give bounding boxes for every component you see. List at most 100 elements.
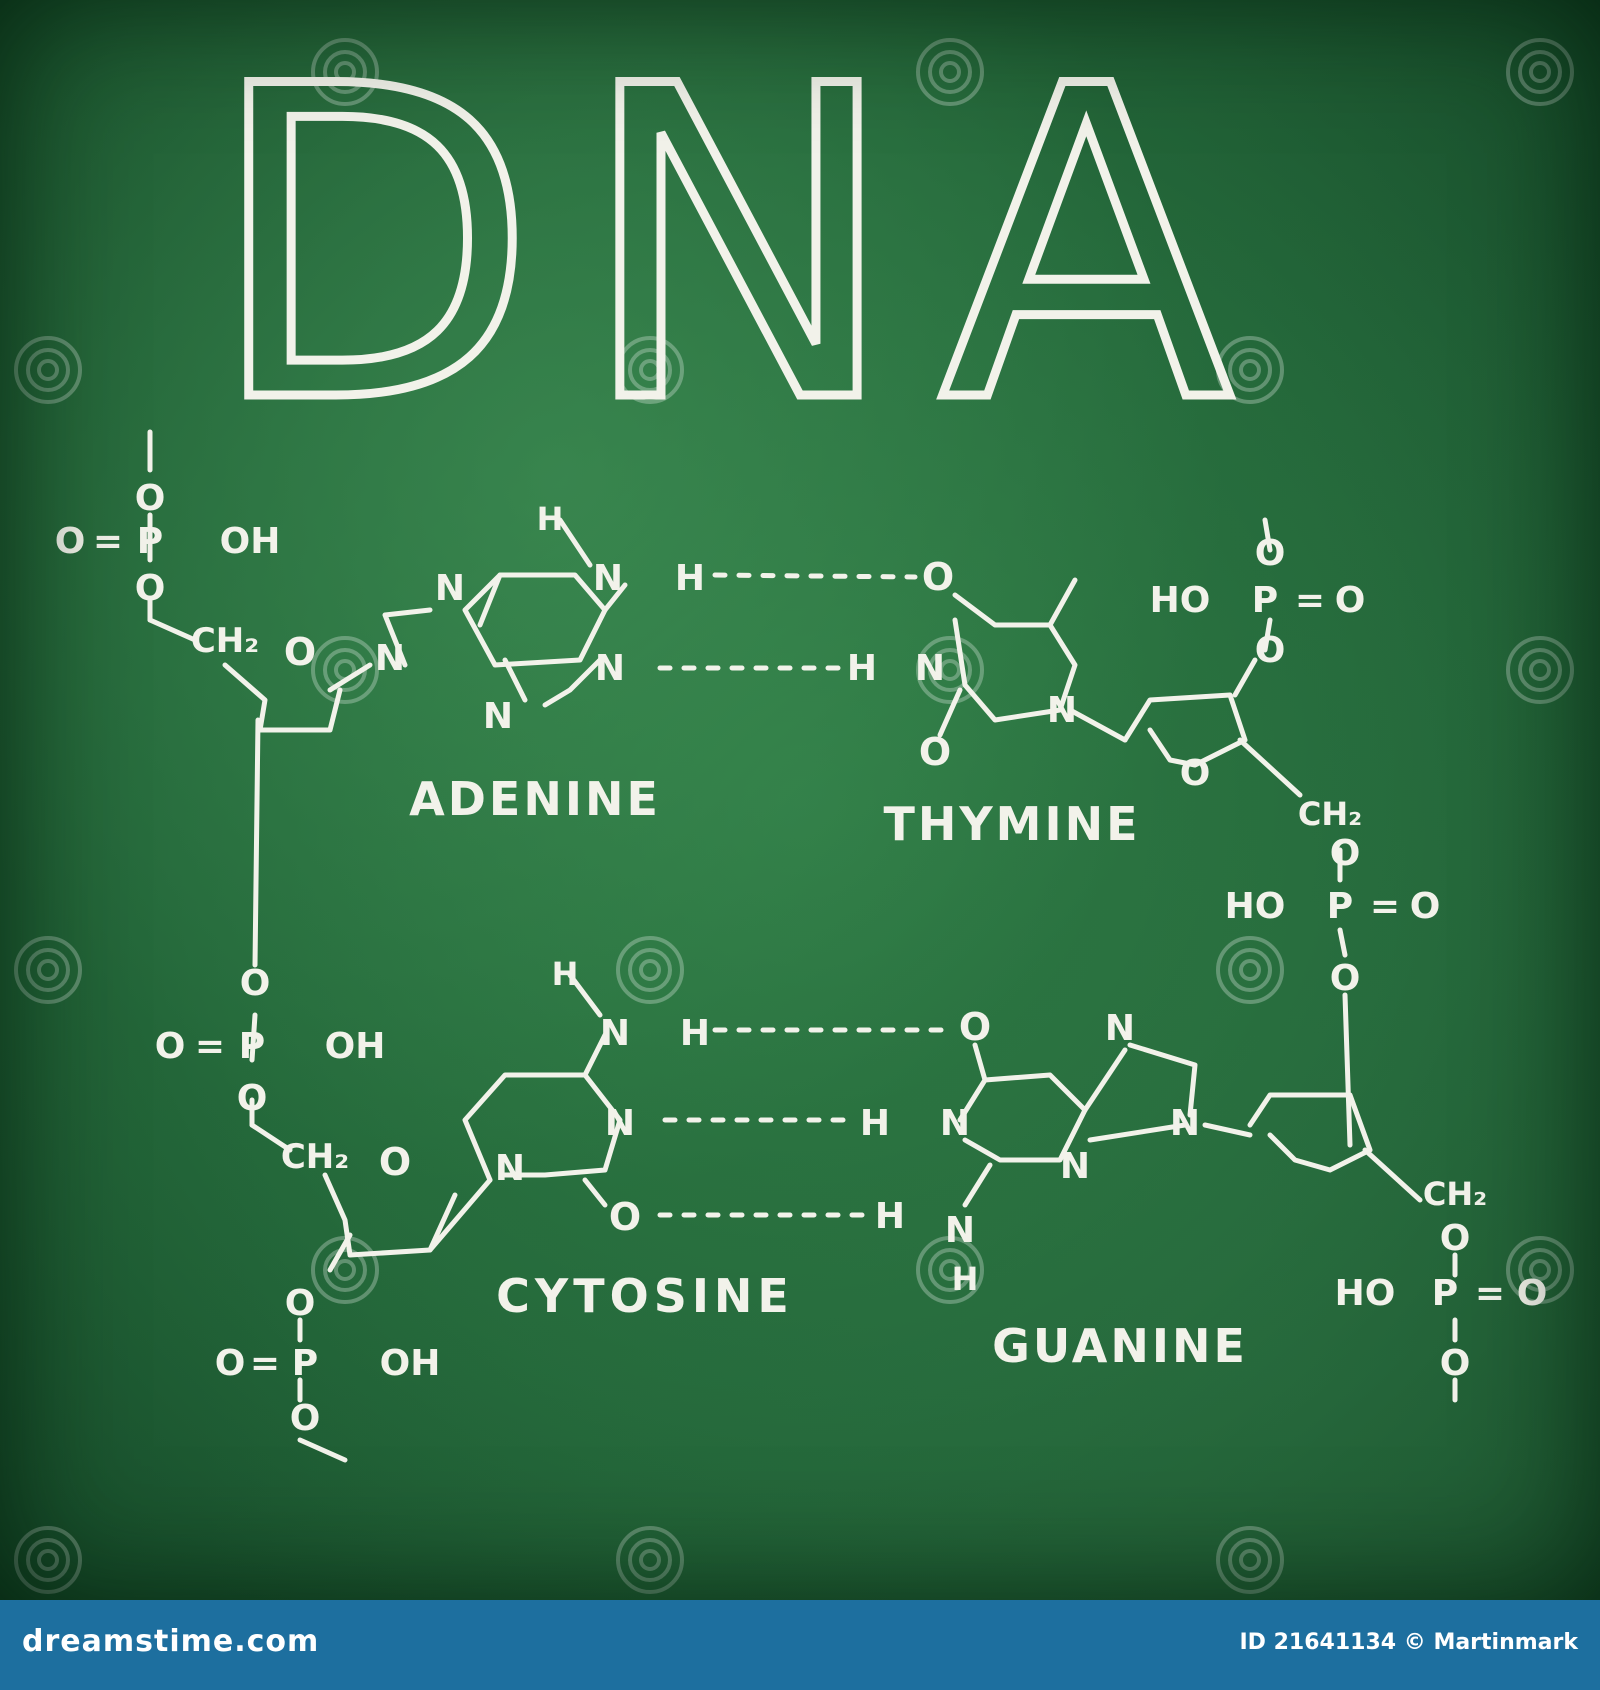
watermark-logo-icon xyxy=(916,1236,984,1304)
atom-n: N xyxy=(1170,1103,1200,1144)
atom-ch2: CH₂ xyxy=(1298,795,1362,833)
atom-n: N xyxy=(435,568,465,609)
atom-bond: = xyxy=(1295,580,1325,621)
watermark-logo-icon xyxy=(616,1526,684,1594)
watermark-logo-icon xyxy=(1216,1526,1284,1594)
atom-o: O xyxy=(919,730,951,774)
watermark-logo-icon xyxy=(616,936,684,1004)
atom-bond: = xyxy=(250,1343,280,1384)
atom-ho: HO xyxy=(1335,1273,1396,1314)
watermark-logo-icon xyxy=(1506,38,1574,106)
title: DNA xyxy=(207,0,1274,497)
footer-id-value: 21641134 xyxy=(1273,1630,1397,1655)
atom-n: N xyxy=(1105,1008,1135,1049)
atom-oh: OH xyxy=(325,1026,386,1067)
atom-o: O xyxy=(1330,833,1361,874)
atom-bond: = xyxy=(1370,886,1400,927)
stock-footer-bar: dreamstime.com ID 21641134 © Martinmark xyxy=(0,1600,1600,1690)
footer-image-info: ID 21641134 © Martinmark xyxy=(1240,1630,1579,1655)
watermark-logo-icon xyxy=(1506,1236,1574,1304)
atom-h: H xyxy=(675,558,705,599)
watermark xyxy=(14,38,1574,1594)
atom-p: P xyxy=(137,521,163,562)
atom-oh: OH xyxy=(220,521,281,562)
atom-o: O xyxy=(215,1343,246,1384)
label-thymine: THYMINE xyxy=(884,797,1141,851)
atom-n: N xyxy=(1047,690,1077,731)
watermark-logo-icon xyxy=(1216,336,1284,404)
atom-o: O xyxy=(1410,886,1441,927)
watermark-logo-icon xyxy=(916,38,984,106)
footer-author: Martinmark xyxy=(1433,1630,1578,1655)
atom-p: P xyxy=(1432,1273,1458,1314)
atom-h: H xyxy=(875,1196,905,1237)
atom-h: H xyxy=(680,1013,710,1054)
label-adenine: ADENINE xyxy=(409,772,661,826)
atom-o: O xyxy=(155,1026,186,1067)
atom-o: O xyxy=(240,963,271,1004)
label-cytosine: CYTOSINE xyxy=(496,1269,794,1323)
watermark-logo-icon xyxy=(616,336,684,404)
atom-oh: OH xyxy=(380,1343,441,1384)
watermark-logo-icon xyxy=(311,38,379,106)
atom-n: N xyxy=(483,696,513,737)
atom-n: N xyxy=(593,558,623,599)
atom-ch2: CH₂ xyxy=(1423,1175,1487,1213)
atom-h: H xyxy=(952,1260,979,1298)
watermark-logo-icon xyxy=(1216,936,1284,1004)
atom-h: H xyxy=(537,500,564,538)
footer-id-label: ID xyxy=(1239,1630,1266,1655)
atom-h: H xyxy=(552,955,579,993)
dna-chalk-drawing: DNA xyxy=(14,0,1574,1594)
atom-o: O xyxy=(1440,1343,1471,1384)
atom-ho: HO xyxy=(1225,886,1286,927)
atom-n: N xyxy=(595,648,625,689)
atom-o: O xyxy=(379,1140,411,1184)
watermark-logo-icon xyxy=(1506,636,1574,704)
atom-o: O xyxy=(959,1005,991,1049)
watermark-logo-icon xyxy=(14,936,82,1004)
hydrogen-bonds xyxy=(657,572,953,1218)
watermark-logo-icon xyxy=(14,1526,82,1594)
atom-h: H xyxy=(847,648,877,689)
atom-n: N xyxy=(495,1148,525,1189)
atom-o: O xyxy=(1517,1273,1548,1314)
chalkboard: DNA xyxy=(0,0,1600,1600)
atom-ch2: CH₂ xyxy=(281,1137,349,1177)
atom-o: O xyxy=(1255,630,1286,671)
base-labels: ADENINE THYMINE CYTOSINE GUANINE xyxy=(409,772,1248,1373)
atom-p: P xyxy=(239,1026,265,1067)
atom-o: O xyxy=(290,1398,321,1439)
atom-bond: = xyxy=(1475,1273,1505,1314)
watermark-logo-icon xyxy=(311,636,379,704)
atom-o: O xyxy=(135,568,166,609)
atom-ho: HO xyxy=(1150,580,1211,621)
label-guanine: GUANINE xyxy=(992,1319,1248,1373)
atom-o: O xyxy=(922,555,954,599)
atom-bond: = xyxy=(93,521,123,562)
atom-o: O xyxy=(55,521,86,562)
footer-site-name: dreamstime.com xyxy=(22,1624,320,1659)
atom-o: O xyxy=(1180,753,1211,794)
atom-p: P xyxy=(292,1343,318,1384)
atom-n: N xyxy=(940,1103,970,1144)
atom-n: N xyxy=(375,638,405,679)
atom-o: O xyxy=(284,630,316,674)
atom-labels: O O = P OH O CH₂ O N N N N H N H O H N xyxy=(55,478,1548,1439)
atom-o: O xyxy=(1330,958,1361,999)
atom-n: N xyxy=(945,1210,975,1251)
atom-o: O xyxy=(135,478,166,519)
atom-ch2: CH₂ xyxy=(191,621,259,661)
atom-p: P xyxy=(1252,580,1278,621)
atom-o: O xyxy=(609,1195,641,1239)
atom-o: O xyxy=(237,1078,268,1119)
atom-n: N xyxy=(1060,1146,1090,1187)
atom-n: N xyxy=(605,1103,635,1144)
watermark-logo-icon xyxy=(311,1236,379,1304)
footer-copyright-symbol: © xyxy=(1403,1630,1426,1655)
atom-p: P xyxy=(1327,886,1353,927)
watermark-logo-icon xyxy=(14,336,82,404)
atom-o: O xyxy=(1335,580,1366,621)
bond-lines xyxy=(147,429,1458,1463)
